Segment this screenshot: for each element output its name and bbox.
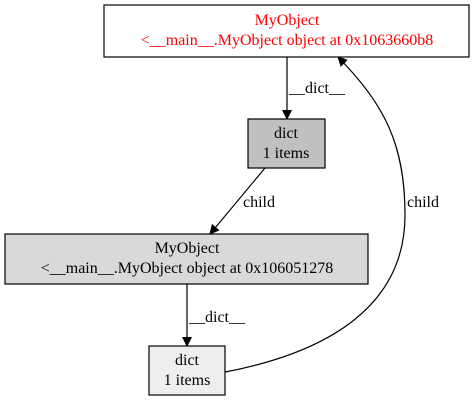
edge-label-dict: __dict__: [188, 309, 246, 326]
node-root-dict: dict 1 items: [247, 118, 326, 169]
node-subtitle: <__main__.MyObject object at 0x1063660b8: [141, 32, 434, 49]
node-title: MyObject: [155, 240, 220, 257]
edge-label-child: child: [243, 194, 275, 211]
edge-label-dict: __dict__: [288, 80, 346, 97]
node-child-myobject: MyObject <__main__.MyObject object at 0x…: [4, 233, 369, 285]
edge-root-dict-to-child-object: child: [209, 167, 275, 235]
edge-child-object-to-child-dict: __dict__: [182, 284, 246, 347]
node-title: MyObject: [255, 12, 320, 29]
edge-label-child: child: [407, 194, 439, 211]
node-title: dict: [274, 125, 299, 142]
node-child-dict: dict 1 items: [148, 345, 226, 396]
edge-child-dict-to-root-object: child: [224, 56, 439, 373]
node-subtitle: 1 items: [164, 372, 211, 389]
node-subtitle: 1 items: [263, 145, 310, 162]
node-title: dict: [175, 352, 200, 369]
edge-root-object-to-root-dict: __dict__: [282, 57, 346, 120]
node-root-myobject: MyObject <__main__.MyObject object at 0x…: [103, 4, 470, 58]
node-subtitle: <__main__.MyObject object at 0x106051278: [41, 260, 334, 277]
